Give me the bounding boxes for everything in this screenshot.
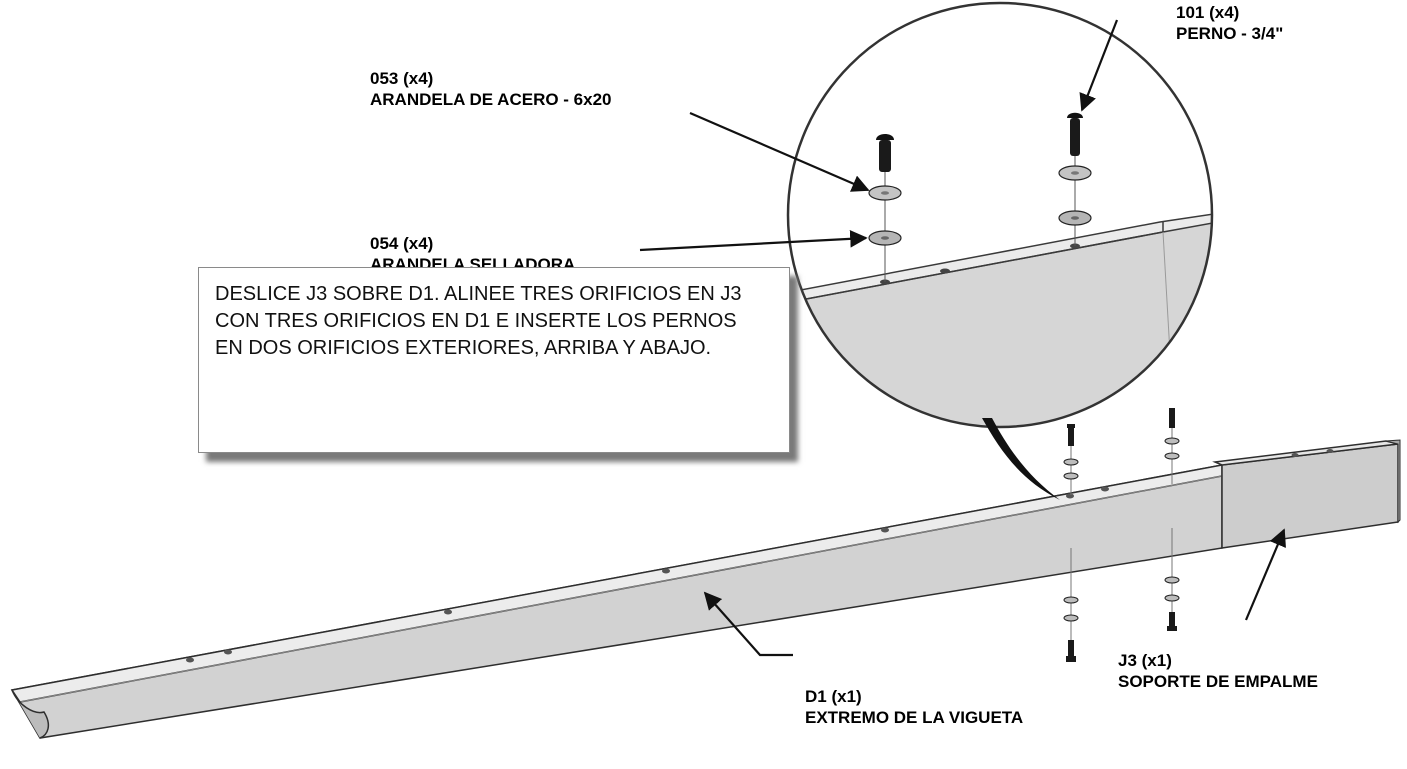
part-name: ARANDELA DE ACERO - 6x20: [370, 90, 612, 109]
bolt-icon: [1066, 640, 1076, 662]
joist-end-d1: [10, 464, 1223, 739]
bolt-icon: [1067, 424, 1075, 446]
label-bolt-101: 101 (x4) PERNO - 3/4": [1176, 2, 1283, 44]
joist-end-lip: [11, 689, 50, 739]
bolt-icon: [1067, 112, 1083, 156]
label-joist-end-d1: D1 (x1) EXTREMO DE LA VIGUETA: [805, 686, 1023, 728]
label-splice-bracket-j3: J3 (x1) SOPORTE DE EMPALME: [1118, 650, 1318, 692]
magnifier-tail: [982, 418, 1060, 500]
part-name: SOPORTE DE EMPALME: [1118, 672, 1318, 691]
joist-holes: [186, 486, 1109, 663]
instruction-line: CON TRES ORIFICIOS EN D1 E INSERTE LOS P…: [215, 310, 737, 332]
bolt-icon: [876, 134, 894, 172]
leader-arrow-icon: [1079, 19, 1119, 112]
hardware-stack-right: [1164, 408, 1180, 631]
label-steel-washer-053: 053 (x4) ARANDELA DE ACERO - 6x20: [370, 68, 612, 110]
leader-arrow-icon: [689, 111, 870, 192]
leader-arrow-icon: [1244, 528, 1286, 621]
detail-magnifier: [786, 1, 1214, 500]
leader-arrow-icon: [639, 230, 868, 252]
leader-arrow-icon: [703, 591, 793, 657]
bolt-icon: [1169, 408, 1175, 428]
splice-bracket-j3: [1212, 439, 1401, 549]
instruction-box: DESLICE J3 SOBRE D1. ALINEE TRES ORIFICI…: [198, 267, 790, 453]
part-code: 054 (x4): [370, 234, 434, 253]
hardware-stack-left: [1063, 424, 1079, 662]
part-code: J3 (x1): [1118, 651, 1172, 670]
bracket-end-face: [1385, 439, 1401, 524]
part-code: 053 (x4): [370, 69, 434, 88]
part-name: PERNO - 3/4": [1176, 24, 1284, 43]
part-name: EXTREMO DE LA VIGUETA: [805, 708, 1024, 727]
joist-top-flange: [10, 464, 1223, 703]
bolt-icon: [1167, 612, 1177, 631]
part-code: 101 (x4): [1176, 3, 1240, 22]
part-code: D1 (x1): [805, 687, 862, 706]
leader-arrows: [639, 19, 1286, 657]
instruction-line: EN DOS ORIFICIOS EXTERIORES, ARRIBA Y AB…: [215, 337, 712, 359]
instruction-line: DESLICE J3 SOBRE D1. ALINEE TRES ORIFICI…: [215, 283, 742, 305]
